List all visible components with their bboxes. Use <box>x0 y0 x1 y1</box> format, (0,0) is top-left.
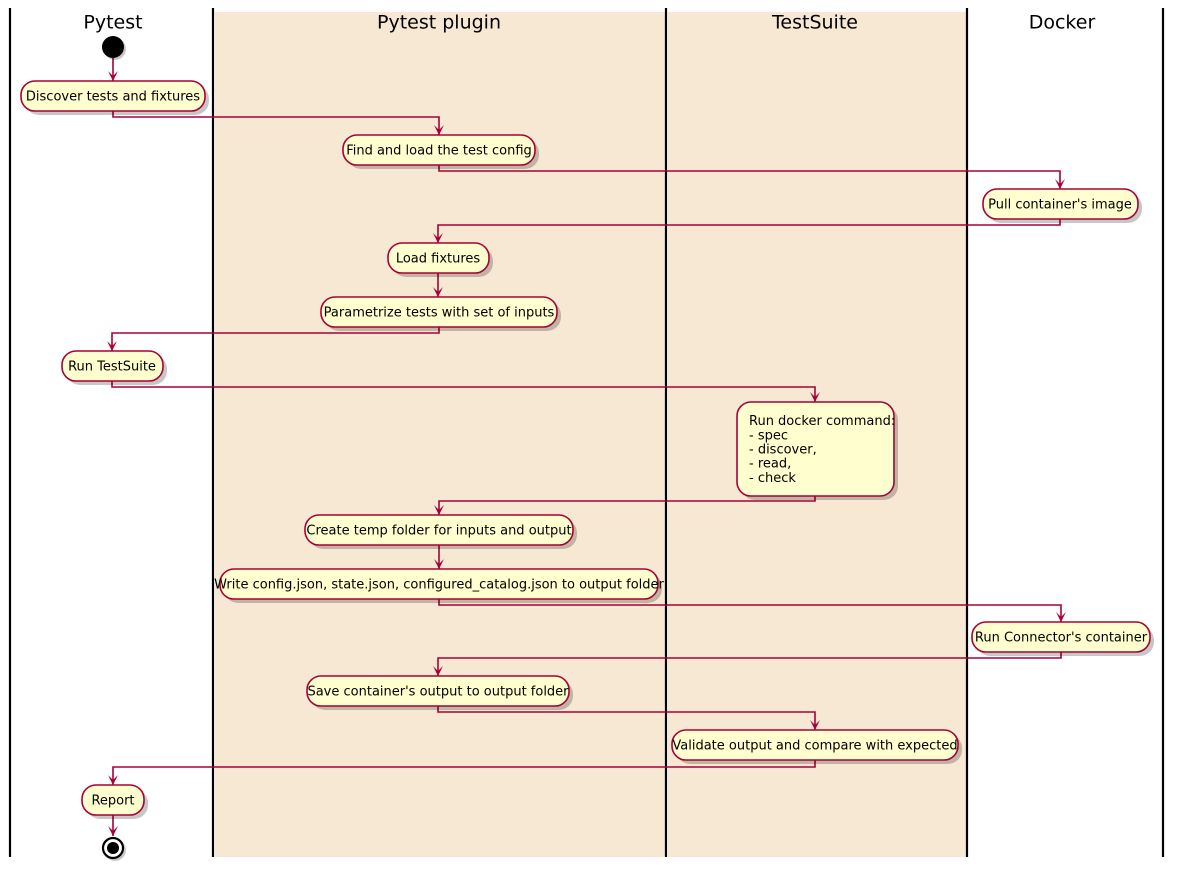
edge-n13-to-end-arrowhead-icon <box>108 826 118 836</box>
activity-node-n13[interactable]: Report <box>81 784 148 819</box>
activity-node-n8[interactable]: Create temp folder for inputs and output <box>304 514 577 549</box>
activity-node-n2[interactable]: Find and load the test config <box>342 134 539 169</box>
edge-n8-to-n9-arrowhead-icon <box>434 559 444 569</box>
node-body <box>20 80 206 112</box>
edge-n1-to-n2 <box>112 111 440 135</box>
activity-node-n10[interactable]: Run Connector's container <box>971 621 1154 656</box>
node-label: Create temp folder for inputs and output <box>306 524 571 539</box>
node-label-line-2: - discover, <box>749 443 817 458</box>
node-label: Parametrize tests with set of inputs <box>324 306 555 321</box>
node-body <box>304 514 574 546</box>
end-node-ring-icon <box>101 836 125 860</box>
edge-n6-to-n7 <box>111 381 816 402</box>
node-body <box>306 675 570 707</box>
lane-title-testsuite: TestSuite <box>771 12 858 34</box>
terminal-nodes <box>101 36 126 861</box>
activity-node-n6[interactable]: Run TestSuite <box>61 350 167 385</box>
edge-n2-to-n3-arrowhead-icon <box>1055 179 1065 189</box>
activity-node-n5[interactable]: Parametrize tests with set of inputs <box>320 296 561 331</box>
lane-titles: Pytest Pytest plugin TestSuite Docker <box>83 12 1095 34</box>
lane-title-pytest: Pytest <box>83 12 142 34</box>
node-label: Run TestSuite <box>68 360 156 375</box>
edge-n10-to-n11-arrowhead-icon <box>433 666 443 676</box>
node-label-line-3: - read, <box>749 457 791 472</box>
node-label: Validate output and compare with expecte… <box>672 739 957 754</box>
node-label: Report <box>91 794 134 809</box>
node-label: Load fixtures <box>396 252 481 267</box>
node-label-line-1: - spec <box>749 428 788 443</box>
activity-node-n4[interactable]: Load fixtures <box>387 242 493 277</box>
edge-n12-to-n13-arrowhead-icon <box>108 775 118 785</box>
node-body <box>971 621 1151 653</box>
edge-n4-to-n5-arrowhead-icon <box>433 287 443 297</box>
node-body <box>982 188 1139 220</box>
lane-separators <box>8 8 1165 857</box>
start-node-icon <box>102 36 124 58</box>
flow-edges <box>107 58 1066 836</box>
activity-node-n11[interactable]: Save container's output to output folder <box>306 675 573 710</box>
node-body <box>61 350 164 382</box>
node-label: Save container's output to output folder <box>307 685 569 700</box>
activity-node-n9[interactable]: Write config.json, state.json, configure… <box>214 568 665 603</box>
node-label: Discover tests and fixtures <box>26 90 200 105</box>
edge-n5-to-n6-arrowhead-icon <box>107 341 117 351</box>
node-body <box>736 401 895 497</box>
node-label: Pull container's image <box>988 198 1132 213</box>
edge-start-to-n1-arrowhead-icon <box>108 71 118 81</box>
edge-n1-to-n2-arrowhead-icon <box>434 125 444 135</box>
node-body <box>320 296 558 328</box>
edge-n7-to-n8-arrowhead-icon <box>434 505 444 515</box>
edge-n3-to-n4 <box>437 219 1061 243</box>
activity-node-n12[interactable]: Validate output and compare with expecte… <box>671 729 962 764</box>
activity-node-n7[interactable]: Run docker command:- spec- discover,- re… <box>736 401 898 500</box>
activity-node-n1[interactable]: Discover tests and fixtures <box>20 80 209 115</box>
node-body <box>342 134 536 166</box>
node-label: Write config.json, state.json, configure… <box>214 578 664 593</box>
node-body <box>671 729 959 761</box>
edge-n11-to-n12-arrowhead-icon <box>810 720 820 730</box>
edge-n2-to-n3 <box>438 165 1061 189</box>
node-body <box>387 242 490 274</box>
node-label-line-4: - check <box>749 471 796 486</box>
edge-n5-to-n6 <box>111 327 440 351</box>
edge-n3-to-n4-arrowhead-icon <box>433 233 443 243</box>
edge-n12-to-n13 <box>112 760 816 785</box>
node-label: Find and load the test config <box>346 144 532 159</box>
node-label-line-0: Run docker command: <box>749 414 895 429</box>
edge-n7-to-n8 <box>438 496 816 515</box>
node-body <box>219 568 659 600</box>
edge-n10-to-n11 <box>437 652 1062 676</box>
edge-n11-to-n12 <box>437 706 816 730</box>
edge-n6-to-n7-arrowhead-icon <box>810 392 820 402</box>
node-body <box>81 784 145 816</box>
lane-title-docker: Docker <box>1029 12 1096 34</box>
end-node-dot-icon <box>107 842 119 854</box>
node-label: Run Connector's container <box>975 631 1148 646</box>
edge-n9-to-n10-arrowhead-icon <box>1056 612 1066 622</box>
lane-title-pytest-plugin: Pytest plugin <box>377 12 501 34</box>
activity-node-n3[interactable]: Pull container's image <box>982 188 1142 223</box>
edge-n9-to-n10 <box>438 599 1062 622</box>
